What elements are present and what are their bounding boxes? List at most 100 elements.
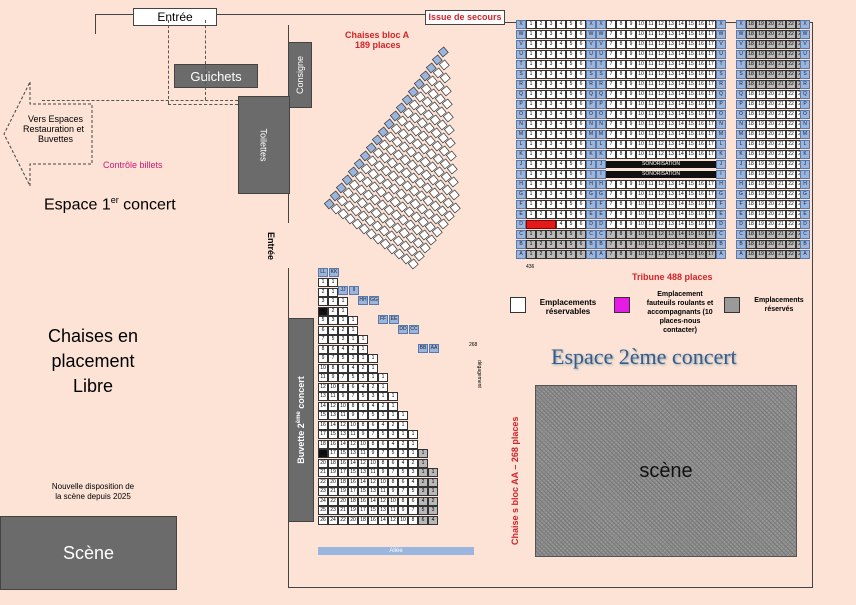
tribune-seat[interactable]: R — [736, 80, 746, 89]
tribune-seat[interactable]: 7 — [606, 200, 616, 209]
bloc-aa-seat[interactable]: 14 — [338, 439, 348, 449]
tribune-seat[interactable]: I — [586, 170, 596, 179]
bloc-aa-seat[interactable]: 7 — [388, 468, 398, 477]
bloc-a-seat[interactable] — [343, 200, 355, 212]
tribune-seat[interactable]: 15 — [686, 220, 696, 229]
tribune-seat[interactable]: W — [736, 30, 746, 39]
tribune-seat[interactable]: 2 — [536, 190, 546, 199]
tribune-seat[interactable]: 19 — [756, 140, 766, 149]
tribune-seat[interactable]: 21 — [776, 210, 786, 219]
tribune-seat[interactable]: 18 — [746, 80, 756, 89]
tribune-seat[interactable]: 20 — [766, 190, 776, 199]
tribune-seat[interactable]: 10 — [636, 50, 646, 59]
tribune-seat[interactable]: 13 — [666, 200, 676, 209]
tribune-seat[interactable]: 9 — [626, 120, 636, 129]
tribune-seat[interactable]: 5 — [566, 190, 576, 199]
bloc-a-seat[interactable] — [386, 157, 398, 169]
tribune-seat[interactable]: I — [800, 170, 810, 179]
tribune-seat[interactable]: E — [596, 210, 606, 219]
bloc-aa-seat[interactable]: 11 — [338, 411, 348, 420]
tribune-seat[interactable]: 17 — [706, 60, 716, 69]
bloc-a-seat[interactable] — [417, 216, 429, 228]
tribune-seat[interactable]: 1 — [526, 210, 536, 219]
tribune-seat[interactable]: 18 — [746, 250, 756, 259]
tribune-seat[interactable]: 9 — [626, 250, 636, 259]
tribune-seat[interactable]: 5 — [566, 210, 576, 219]
bloc-a-seat[interactable] — [433, 80, 445, 92]
bloc-aa-seat[interactable]: 6 — [358, 401, 368, 411]
tribune-seat[interactable]: 17 — [706, 20, 716, 29]
bloc-aa-seat[interactable]: 19 — [338, 487, 348, 496]
tribune-seat[interactable]: 3 — [546, 150, 556, 159]
bloc-a-seat[interactable] — [419, 156, 431, 168]
tribune-seat[interactable]: 8 — [616, 110, 626, 119]
bloc-aa-seat[interactable]: LL — [318, 268, 328, 277]
tribune-seat[interactable]: 10 — [636, 110, 646, 119]
bloc-a-seat[interactable] — [367, 168, 379, 180]
tribune-seat[interactable]: 19 — [756, 210, 766, 219]
tribune-seat[interactable]: A — [716, 250, 726, 259]
bloc-aa-seat[interactable]: 7 — [358, 411, 368, 420]
tribune-seat[interactable]: H — [596, 180, 606, 189]
tribune-seat[interactable]: N — [586, 120, 596, 129]
bloc-a-seat[interactable] — [391, 222, 403, 234]
bloc-aa-seat[interactable]: 14 — [378, 515, 388, 525]
tribune-seat[interactable]: 6 — [576, 180, 586, 189]
tribune-seat[interactable]: 16 — [696, 40, 706, 49]
tribune-seat[interactable]: 12 — [656, 100, 666, 109]
tribune-seat[interactable]: 12 — [656, 30, 666, 39]
bloc-a-seat[interactable] — [405, 146, 417, 158]
tribune-seat[interactable]: 1 — [526, 40, 536, 49]
tribune-seat[interactable]: F — [716, 200, 726, 209]
tribune-seat[interactable]: O — [716, 110, 726, 119]
tribune-seat[interactable]: 2 — [536, 70, 546, 79]
bloc-aa-seat[interactable]: 13 — [378, 506, 388, 515]
bloc-a-seat[interactable] — [448, 189, 460, 201]
bloc-aa-seat[interactable]: 1 — [358, 335, 368, 344]
tribune-seat[interactable]: G — [596, 190, 606, 199]
tribune-seat[interactable]: 5 — [566, 200, 576, 209]
bloc-aa-seat[interactable]: 2 — [318, 287, 328, 297]
tribune-seat[interactable]: H — [736, 180, 746, 189]
tribune-seat[interactable]: 14 — [676, 90, 686, 99]
tribune-seat[interactable]: 10 — [636, 230, 646, 239]
tribune-seat[interactable]: 3 — [546, 90, 556, 99]
bloc-a-seat[interactable] — [388, 183, 400, 195]
tribune-seat[interactable]: 15 — [686, 240, 696, 249]
tribune-seat[interactable]: 22 — [786, 50, 796, 59]
tribune-seat[interactable]: 9 — [626, 30, 636, 39]
tribune-seat[interactable]: 6 — [576, 200, 586, 209]
tribune-seat[interactable]: 11 — [646, 80, 656, 89]
tribune-seat[interactable]: 12 — [656, 50, 666, 59]
tribune-seat[interactable]: 15 — [686, 110, 696, 119]
tribune-seat[interactable]: 17 — [706, 190, 716, 199]
tribune-seat[interactable]: F — [736, 200, 746, 209]
tribune-seat[interactable]: 12 — [656, 250, 666, 259]
tribune-seat[interactable]: 20 — [766, 230, 776, 239]
tribune-seat[interactable]: 16 — [696, 190, 706, 199]
tribune-seat[interactable]: D — [586, 220, 596, 229]
tribune-seat[interactable]: 7 — [606, 70, 616, 79]
bloc-aa-seat[interactable]: II — [349, 286, 359, 295]
tribune-seat[interactable]: 7 — [606, 230, 616, 239]
tribune-seat[interactable]: D — [736, 220, 746, 229]
tribune-seat[interactable]: 6 — [576, 40, 586, 49]
tribune-seat[interactable]: 13 — [666, 230, 676, 239]
tribune-seat[interactable]: 8 — [616, 30, 626, 39]
tribune-seat[interactable]: E — [716, 210, 726, 219]
tribune-seat[interactable]: 11 — [646, 30, 656, 39]
tribune-seat[interactable]: 14 — [676, 230, 686, 239]
tribune-seat[interactable]: V — [516, 40, 526, 49]
tribune-seat[interactable]: 3 — [546, 240, 556, 249]
bloc-aa-seat[interactable]: 2 — [358, 363, 368, 373]
bloc-aa-seat[interactable]: 3 — [388, 430, 398, 439]
tribune-seat[interactable]: 12 — [656, 120, 666, 129]
tribune-seat[interactable]: D — [800, 220, 810, 229]
tribune-seat[interactable]: C — [586, 230, 596, 239]
bloc-aa-seat[interactable]: 8 — [388, 477, 398, 487]
bloc-aa-seat[interactable]: 18 — [338, 477, 348, 487]
bloc-a-seat[interactable] — [396, 201, 408, 213]
tribune-seat[interactable]: G — [516, 190, 526, 199]
tribune-seat[interactable]: 8 — [616, 40, 626, 49]
